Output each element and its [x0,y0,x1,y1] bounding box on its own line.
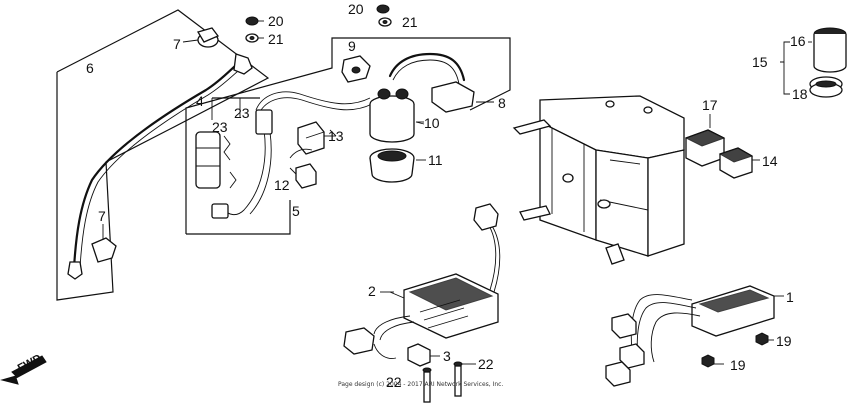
part-8-starter-cable[interactable] [388,52,494,113]
label-part-21-left: 21 [268,31,284,47]
label-part-18: 18 [792,86,808,102]
part-17-fuse-box[interactable] [684,114,726,167]
part-22-bolt-right[interactable] [453,361,476,397]
part-21-washer-center[interactable] [378,17,392,27]
part-11-rubber-mount[interactable] [369,148,426,183]
label-part-23-right: 23 [234,105,250,121]
part-13-relay[interactable] [297,121,336,155]
label-part-8: 8 [498,95,506,111]
label-part-13: 13 [328,128,344,144]
part-22-bolt-center[interactable] [422,367,432,403]
label-part-22-right: 22 [478,356,494,372]
label-part-21-center: 21 [402,14,418,30]
part-9-bracket[interactable] [341,55,371,83]
part-number-labels: 1 2 3 4 5 6 7 7 8 9 10 11 12 13 14 15 16… [86,1,808,390]
part-15-bracket-line [780,41,790,95]
label-part-5: 5 [292,203,300,219]
label-part-7-top: 7 [173,36,181,52]
part-20-nut-left[interactable] [245,16,264,26]
part-6-battery-cable[interactable] [56,9,270,301]
label-part-1: 1 [786,289,794,305]
label-part-10: 10 [424,115,440,131]
part-10-starter-solenoid[interactable] [369,88,424,143]
label-part-9: 9 [348,38,356,54]
part-19-bolt-bottom[interactable] [701,354,724,368]
part-20-nut-center[interactable] [376,4,390,14]
label-part-19-bottom: 19 [730,357,746,373]
part-21-washer-left[interactable] [245,33,264,43]
label-part-7-bottom: 7 [98,208,106,224]
fwd-arrow-icon [0,355,47,385]
part-18-ring[interactable] [809,76,843,98]
label-part-20-center: 20 [348,1,364,17]
label-part-14: 14 [762,153,778,169]
label-part-12: 12 [274,177,290,193]
part-3-clamp[interactable] [407,343,440,367]
part-7-terminal-boot-top[interactable] [182,27,220,48]
part-2-regulator-rectifier[interactable] [343,203,501,359]
label-part-23-left: 23 [212,119,228,135]
label-part-17: 17 [702,97,718,113]
part-7-terminal-boot-bottom[interactable] [91,224,117,263]
part-12-connector[interactable] [289,148,317,189]
label-part-3: 3 [443,348,451,364]
leader-lines [289,121,425,293]
battery-frame [512,95,685,265]
fwd-label: FWD [16,352,44,374]
label-part-11: 11 [428,152,443,168]
label-part-16: 16 [790,33,806,49]
part-4-5-harness-group[interactable] [185,37,511,235]
label-part-19-right: 19 [776,333,792,349]
label-part-6: 6 [86,60,94,76]
copyright-notice: Page design (c) 2004 - 2017 ARI Network … [338,381,503,388]
label-part-4: 4 [196,93,204,109]
part-19-bolt-right[interactable] [755,332,774,346]
label-part-22-left: 22 [386,374,402,390]
part-14-relay[interactable] [718,147,760,179]
label-part-15: 15 [752,54,768,70]
label-part-2: 2 [368,283,376,299]
label-part-20-left: 20 [268,13,284,29]
part-16-cap[interactable] [808,27,847,73]
part-1-wire-harness[interactable] [605,285,784,387]
